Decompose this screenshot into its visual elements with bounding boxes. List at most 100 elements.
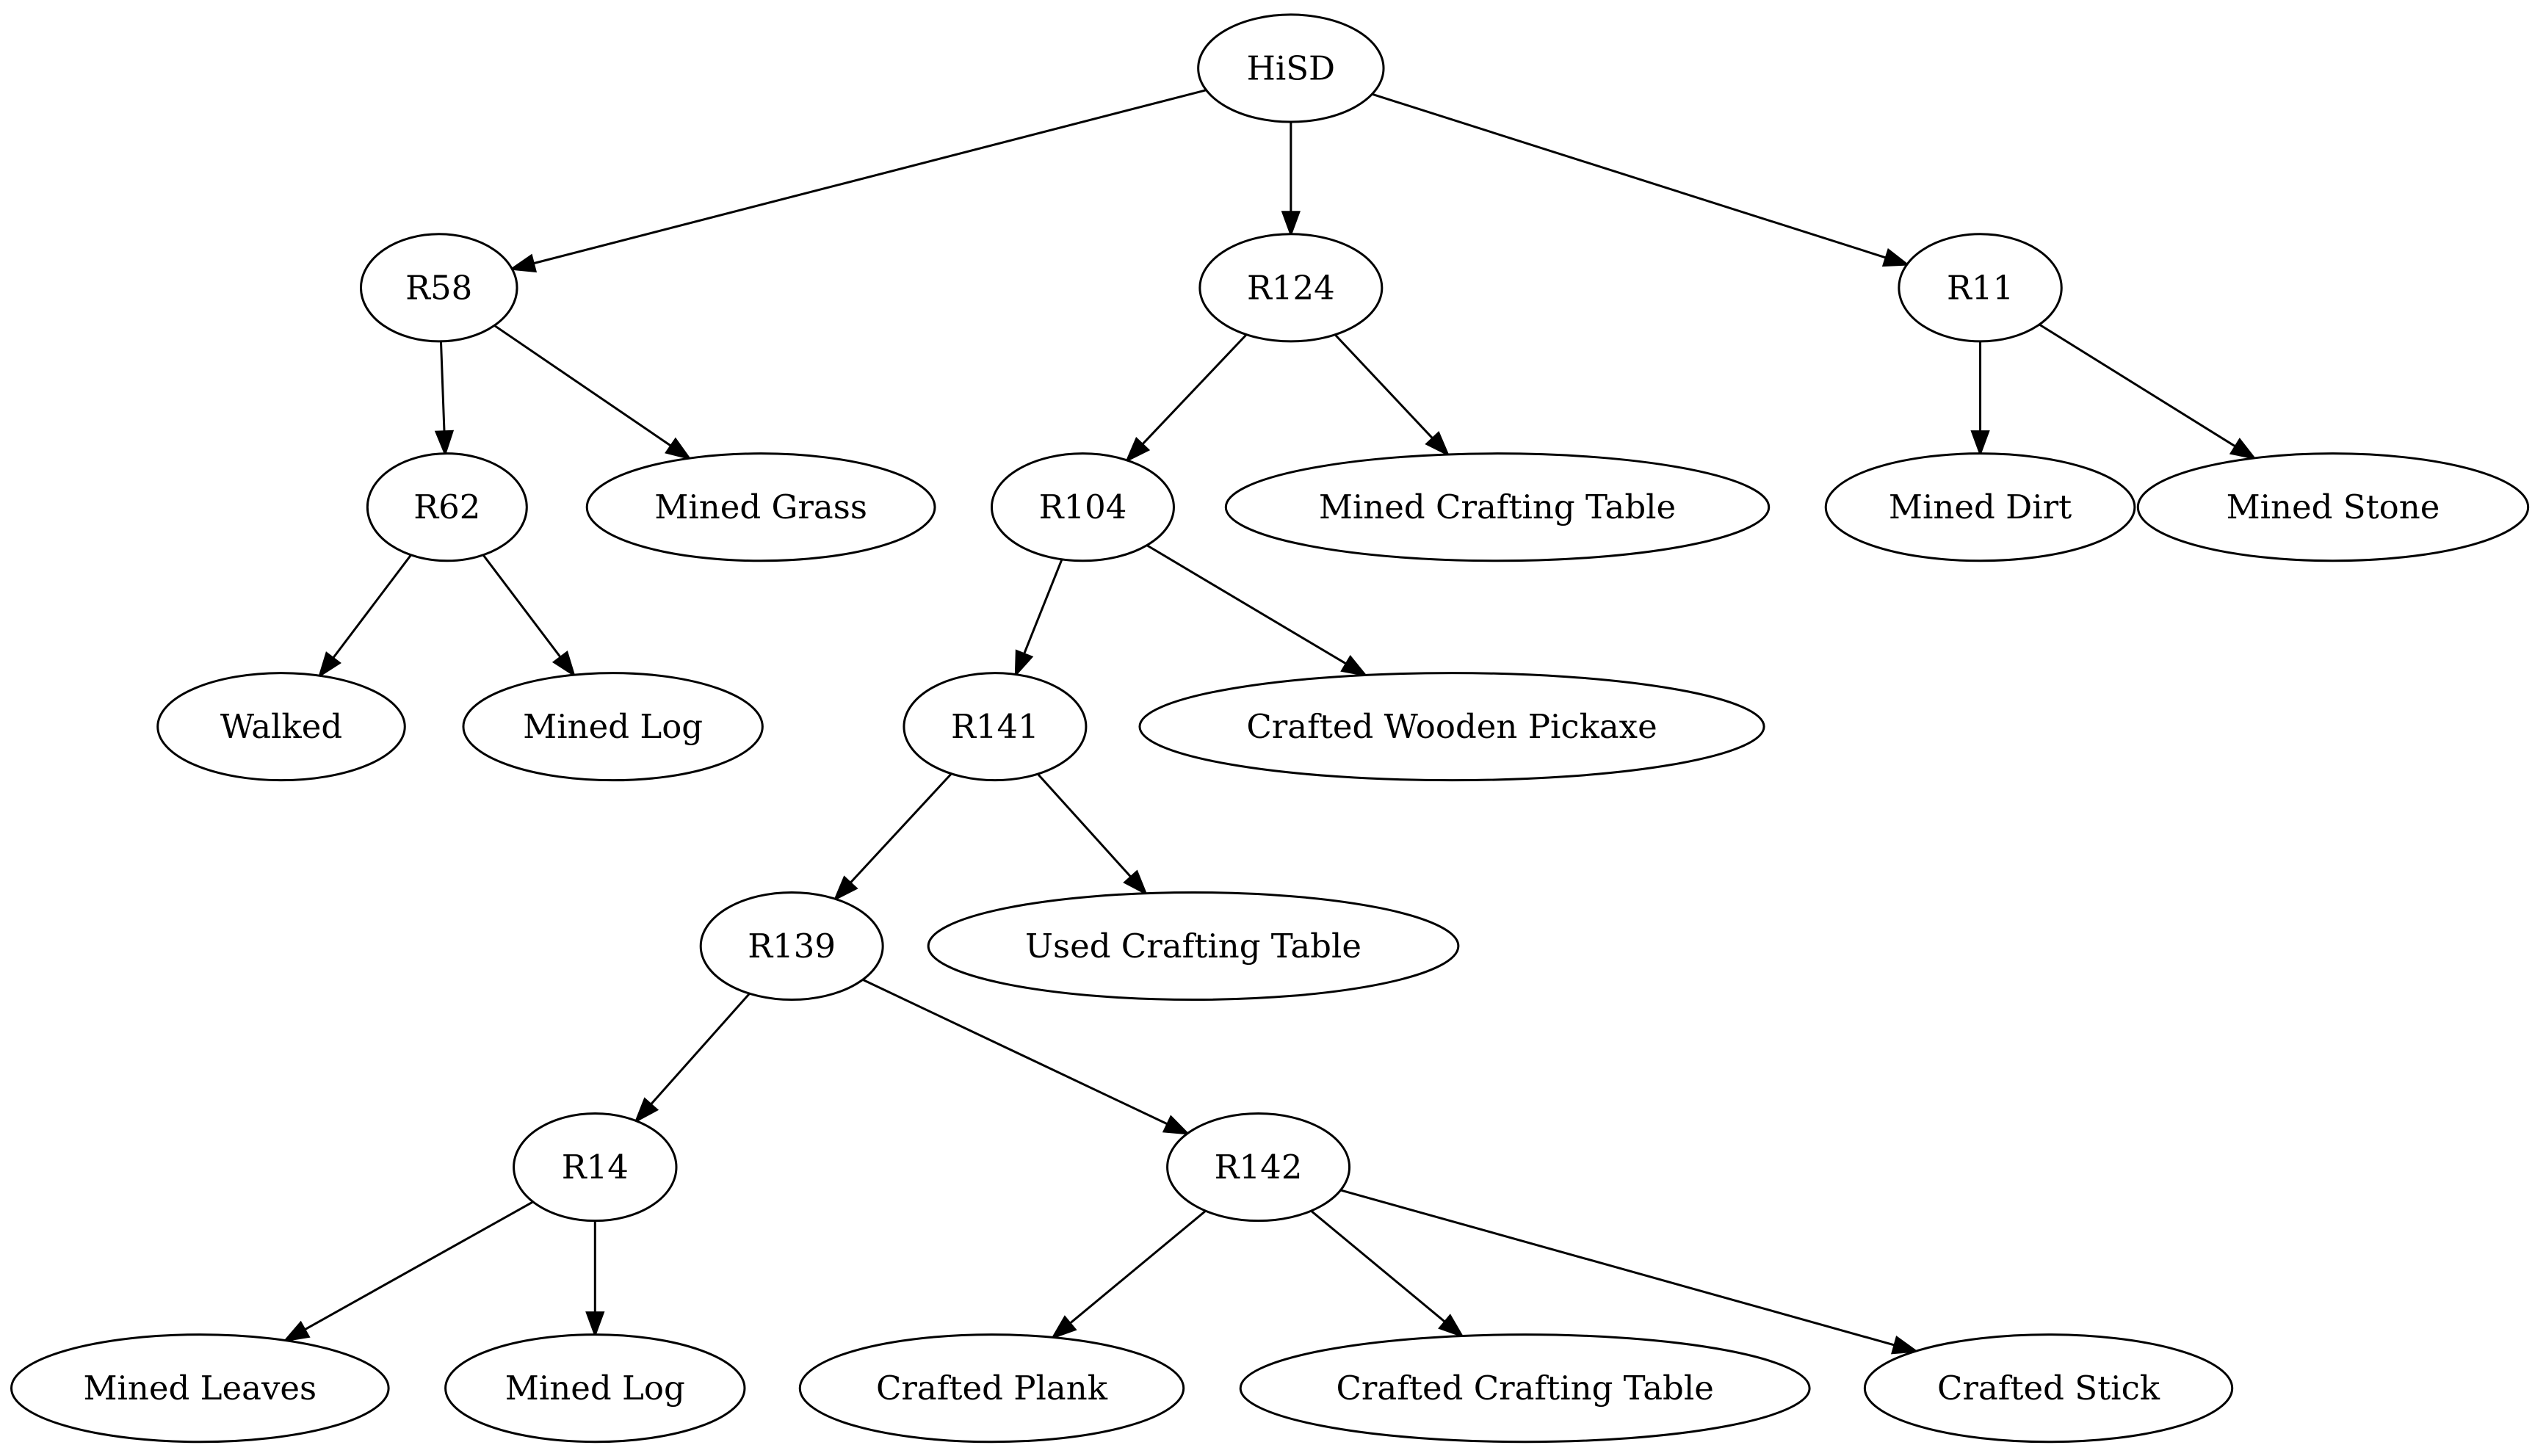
arrowhead [509,253,538,273]
node-ellipse [798,1333,1185,1444]
arrowhead [1891,1335,1920,1355]
node-mined-leaves: Mined Leaves [10,1333,390,1444]
node-r141: R141 [903,672,1088,782]
node-label: Mined Dirt [1889,488,2072,526]
node-label: R14 [562,1148,629,1187]
arrowhead [434,430,455,457]
edge-r58-to-r62 [434,341,455,457]
edge-r142-to-crafted-stick [1340,1189,1920,1355]
edge-line [849,772,952,884]
edge-hisd-to-r124 [1281,122,1301,238]
arrowhead [1970,430,1990,457]
node-ellipse [1197,13,1385,123]
node-mined-log-1: Mined Log [462,672,764,782]
node-label: Crafted Stick [1937,1369,2160,1408]
node-ellipse [903,672,1088,782]
edge-line [1023,559,1063,655]
node-mined-crafting-table: Mined Crafting Table [1224,452,1771,562]
node-label: Mined Leaves [83,1369,317,1408]
node-ellipse [156,672,406,782]
node-label: Crafted Wooden Pickaxe [1246,707,1657,746]
node-r11: R11 [1898,233,2063,343]
edge-line [482,554,562,659]
node-r58: R58 [359,233,518,343]
edge-r139-to-r142 [862,978,1190,1135]
node-crafted-wooden-pickaxe: Crafted Wooden Pickaxe [1138,672,1765,782]
node-mined-log-2: Mined Log [444,1333,746,1444]
node-label: R139 [748,927,836,966]
edge-line [2039,323,2236,448]
node-ellipse [1824,452,2136,562]
node-mined-dirt: Mined Dirt [1824,452,2136,562]
edge-r11-to-mined-stone [2039,323,2257,460]
arrowhead [1162,1115,1190,1135]
arrowhead [1340,655,1368,677]
edge-r141-to-used-crafting-table [1037,773,1148,896]
edge-hisd-to-r11 [1371,93,1911,267]
edge-line [1371,93,1887,259]
edge-r104-to-r141 [1014,559,1063,678]
node-ellipse [1224,452,1771,562]
arrowhead [1881,248,1911,267]
node-used-crafting-table: Used Crafting Table [927,891,1460,1002]
node-crafted-plank: Crafted Plank [798,1333,1185,1444]
node-ellipse [513,1112,678,1223]
arrowhead [1438,1314,1465,1339]
node-label: Mined Crafting Table [1319,488,1676,526]
node-label: Used Crafting Table [1025,927,1361,966]
node-ellipse [585,452,936,562]
node-label: HiSD [1247,48,1336,87]
node-crafted-crafting-table: Crafted Crafting Table [1239,1333,1811,1444]
edge-r14-to-mined-log-2 [585,1220,605,1338]
edge-line [862,978,1168,1126]
arrowhead [551,651,576,678]
arrowhead [585,1311,605,1338]
node-r104: R104 [990,452,1175,562]
node-r14: R14 [513,1112,678,1223]
edges-layer [282,89,2257,1355]
node-label: Mined Log [523,707,703,746]
node-ellipse [1166,1112,1351,1223]
node-label: Walked [220,707,342,746]
edge-hisd-to-r58 [509,89,1207,273]
edge-r124-to-r104 [1124,333,1248,463]
node-label: R142 [1215,1148,1303,1187]
edge-r62-to-mined-log-1 [482,554,576,678]
edge-r58-to-mined-grass [493,325,692,460]
node-walked: Walked [156,672,406,782]
node-ellipse [990,452,1175,562]
node-ellipse [359,233,518,343]
node-ellipse [2136,452,2530,562]
edge-line [650,993,751,1106]
arrowhead [1124,437,1151,463]
node-crafted-stick: Crafted Stick [1863,1333,2234,1444]
edge-line [1340,1189,1895,1347]
edge-line [332,554,412,659]
edge-line [439,341,446,432]
node-ellipse [1138,672,1765,782]
node-label: R11 [1947,268,2014,307]
node-r124: R124 [1198,233,1384,343]
node-r62: R62 [366,452,528,562]
edge-r62-to-walked [317,554,412,678]
edge-line [532,89,1207,265]
node-ellipse [1198,233,1384,343]
node-label: R62 [413,488,480,526]
edge-r141-to-r139 [833,772,952,902]
node-label: R58 [405,268,472,307]
edge-r104-to-crafted-wooden-pickaxe [1146,544,1368,677]
edge-r142-to-crafted-plank [1050,1209,1207,1340]
edge-line [1334,333,1433,440]
arrowhead [1281,211,1301,238]
arrowhead [665,437,692,460]
edge-r14-to-mined-leaves [282,1200,534,1342]
arrowhead [317,651,341,678]
edge-line [1069,1209,1207,1325]
node-label: R141 [951,707,1039,746]
node-ellipse [699,891,884,1002]
node-mined-stone: Mined Stone [2136,452,2530,562]
arrowhead [1050,1315,1077,1340]
node-hisd: HiSD [1197,13,1385,123]
